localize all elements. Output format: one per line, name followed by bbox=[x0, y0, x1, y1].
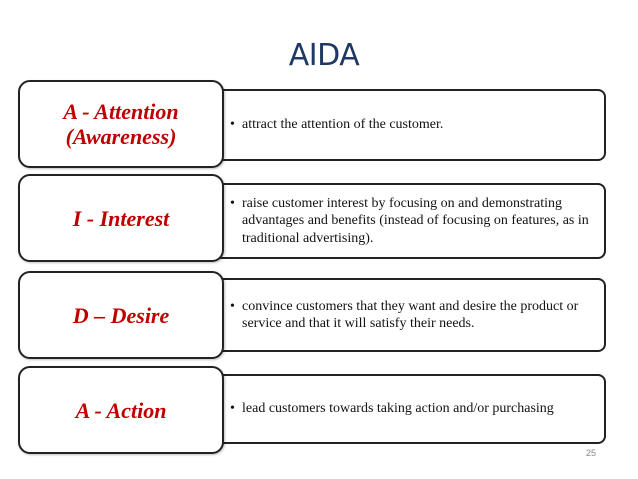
description-box-action: • lead customers towards taking action a… bbox=[172, 374, 606, 444]
label-box-interest: I - Interest bbox=[18, 174, 224, 262]
description-action: • lead customers towards taking action a… bbox=[230, 400, 554, 418]
description-box-desire: • convince customers that they want and … bbox=[172, 278, 606, 352]
label-box-action: A - Action bbox=[18, 366, 224, 454]
slide-title: AIDA bbox=[288, 38, 360, 73]
bullet-icon: • bbox=[230, 401, 235, 417]
label-line: (Awareness) bbox=[65, 124, 177, 149]
label-box-desire: D – Desire bbox=[18, 271, 224, 359]
description-box-attention: • attract the attention of the customer. bbox=[172, 89, 606, 161]
description-text: lead customers towards taking action and… bbox=[242, 401, 554, 417]
label-desire: D – Desire bbox=[72, 302, 170, 328]
description-interest: • raise customer interest by focusing on… bbox=[230, 195, 592, 248]
description-attention: • attract the attention of the customer. bbox=[230, 116, 443, 134]
bullet-icon: • bbox=[230, 298, 235, 314]
bullet-icon: • bbox=[230, 117, 235, 133]
label-interest: I - Interest bbox=[72, 205, 170, 231]
label-action: A - Action bbox=[75, 397, 167, 423]
description-box-interest: • raise customer interest by focusing on… bbox=[172, 183, 606, 259]
bullet-icon: • bbox=[230, 195, 235, 211]
page-number: 25 bbox=[585, 448, 596, 458]
description-desire: • convince customers that they want and … bbox=[230, 298, 592, 333]
label-line: A - Attention bbox=[63, 99, 179, 124]
description-text: convince customers that they want and de… bbox=[242, 298, 579, 332]
description-text: raise customer interest by focusing on a… bbox=[242, 195, 589, 246]
description-text: attract the attention of the customer. bbox=[242, 117, 444, 133]
label-attention: A - Attention (Awareness) bbox=[63, 99, 178, 149]
label-box-attention: A - Attention (Awareness) bbox=[18, 80, 224, 168]
